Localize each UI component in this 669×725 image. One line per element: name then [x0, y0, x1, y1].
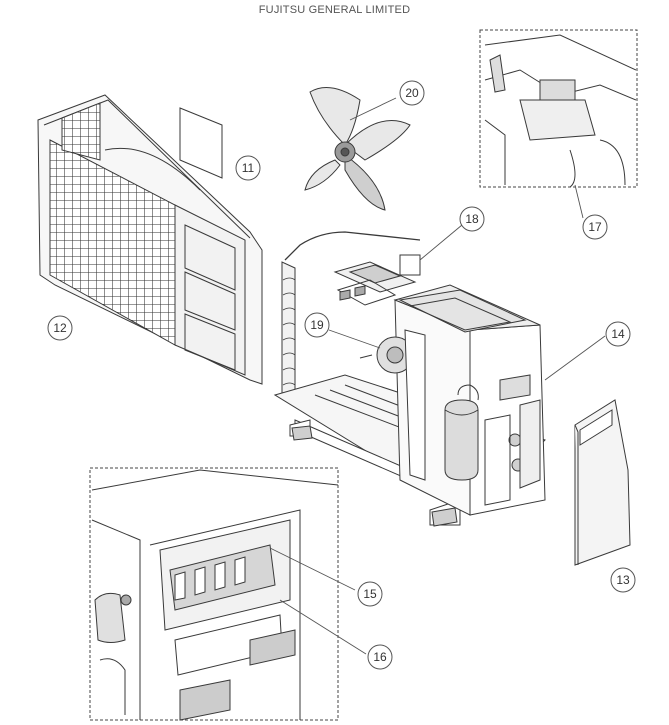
callout-11: 11 [235, 155, 261, 181]
svg-text:19: 19 [310, 318, 324, 332]
detail-inset-top [479, 29, 638, 188]
front-panel-part [37, 94, 263, 385]
leader-lines [269, 97, 606, 655]
svg-text:11: 11 [242, 161, 255, 175]
plate-part [179, 107, 223, 179]
svg-text:16: 16 [373, 650, 387, 664]
outdoor-unit-body [273, 231, 546, 527]
svg-text:14: 14 [611, 327, 625, 341]
callouts: 11 12 13 14 15 16 17 18 19 20 [47, 80, 636, 670]
detail-inset-bottom [89, 467, 339, 721]
svg-text:20: 20 [405, 86, 419, 100]
svg-text:15: 15 [363, 587, 377, 601]
callout-20: 20 [399, 80, 425, 106]
company-header: FUJITSU GENERAL LIMITED [258, 4, 411, 16]
leader-15 [269, 547, 356, 591]
callout-17: 17 [582, 214, 608, 240]
callout-14: 14 [605, 321, 631, 347]
svg-text:17: 17 [588, 220, 602, 234]
callout-19: 19 [304, 312, 330, 338]
svg-text:13: 13 [616, 573, 630, 587]
callout-13: 13 [610, 567, 636, 593]
side-panel-part [574, 399, 631, 566]
leader-18 [419, 224, 463, 261]
callout-15: 15 [357, 581, 383, 607]
callout-12: 12 [47, 315, 73, 341]
callout-16: 16 [367, 644, 393, 670]
leader-19 [328, 329, 381, 349]
callout-18: 18 [459, 206, 485, 232]
svg-text:12: 12 [53, 321, 67, 335]
leader-20 [349, 97, 397, 121]
leader-14 [544, 335, 606, 381]
leader-17 [574, 184, 584, 219]
svg-text:18: 18 [465, 212, 479, 226]
fan-part [304, 87, 411, 211]
leader-16 [279, 599, 367, 655]
